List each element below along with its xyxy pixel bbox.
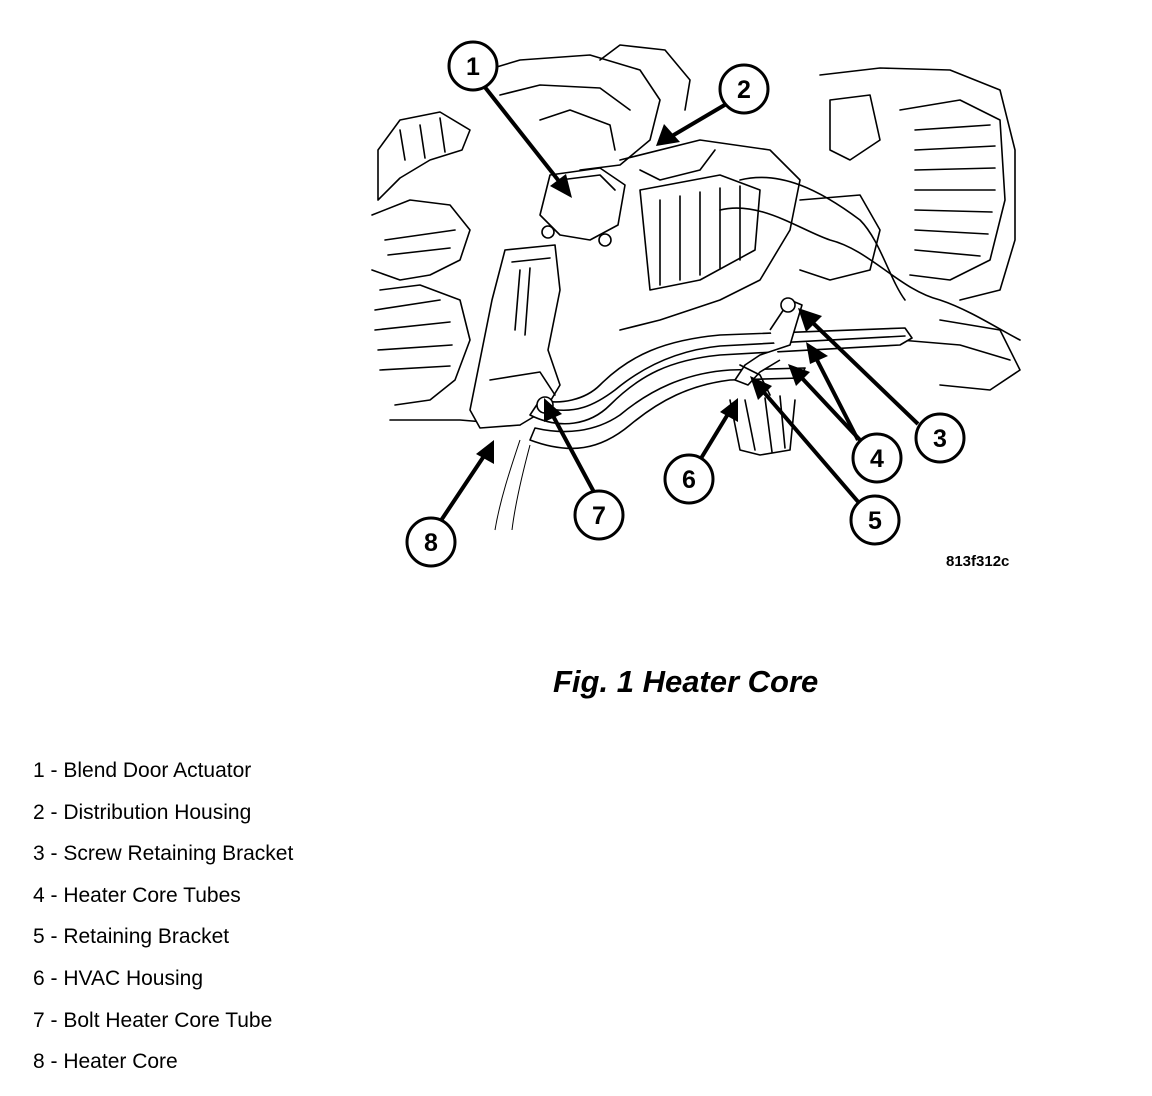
callout-4: 4 bbox=[851, 432, 903, 484]
legend-item: 4 - Heater Core Tubes bbox=[33, 883, 241, 907]
callout-8: 8 bbox=[405, 516, 457, 568]
legend-item: 3 - Screw Retaining Bracket bbox=[33, 842, 294, 866]
callout-leaders bbox=[438, 84, 920, 524]
hvac-line-art bbox=[371, 44, 1021, 531]
legend-item: 8 - Heater Core bbox=[33, 1050, 178, 1074]
heater-core-illustration: 1 2 3 4 5 6 7 8 bbox=[371, 40, 1021, 568]
figure-code: 813f312c bbox=[946, 553, 1010, 570]
svg-text:4: 4 bbox=[870, 445, 884, 473]
figure-caption: Fig. 1 Heater Core bbox=[553, 664, 819, 699]
svg-text:2: 2 bbox=[737, 76, 751, 104]
svg-text:3: 3 bbox=[933, 425, 947, 453]
svg-text:8: 8 bbox=[424, 529, 438, 557]
legend-item: 7 - Bolt Heater Core Tube bbox=[33, 1008, 273, 1032]
svg-text:1: 1 bbox=[466, 53, 480, 81]
legend-item: 2 - Distribution Housing bbox=[33, 800, 252, 824]
callout-3: 3 bbox=[914, 412, 966, 464]
legend-item: 5 - Retaining Bracket bbox=[33, 925, 230, 949]
legend-item: 6 - HVAC Housing bbox=[33, 966, 204, 990]
callout-6: 6 bbox=[663, 453, 715, 505]
callout-1: 1 bbox=[447, 40, 499, 92]
callout-7: 7 bbox=[573, 489, 625, 541]
callout-2: 2 bbox=[718, 63, 770, 115]
callout-5: 5 bbox=[849, 494, 901, 546]
parts-legend: 1 - Blend Door Actuator 2 - Distribution… bbox=[33, 758, 293, 1091]
svg-text:5: 5 bbox=[868, 507, 882, 535]
legend-item: 1 - Blend Door Actuator bbox=[33, 759, 252, 782]
svg-text:7: 7 bbox=[592, 502, 606, 530]
svg-text:6: 6 bbox=[682, 466, 696, 494]
